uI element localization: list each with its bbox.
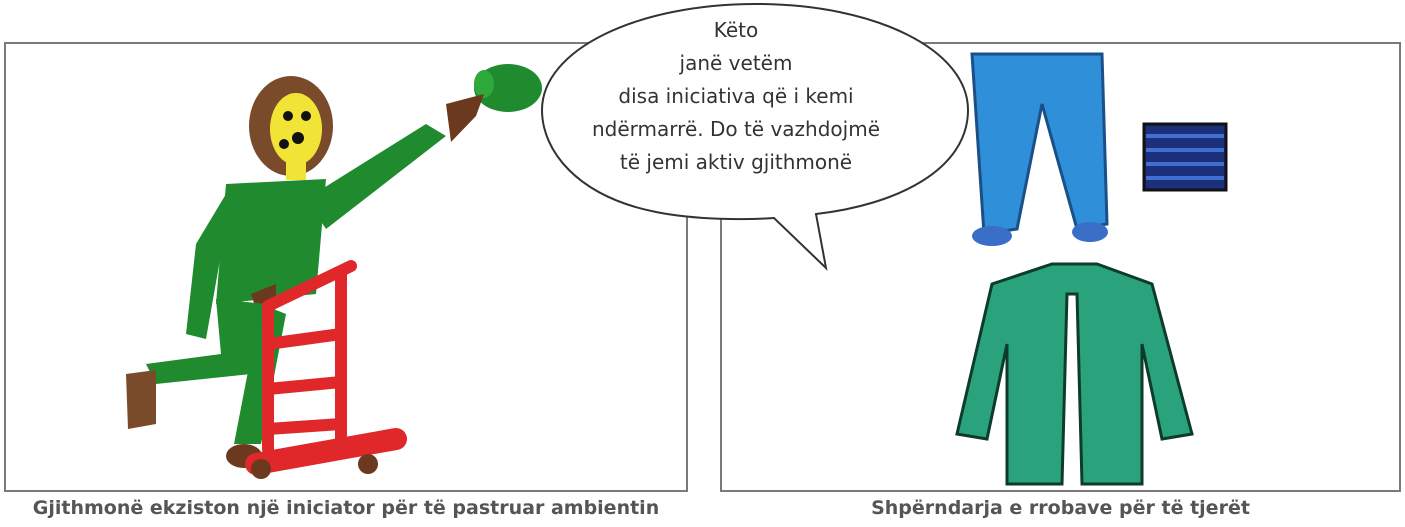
person-in-green-icon: [126, 76, 484, 468]
speech-bubble: [540, 2, 970, 271]
cleaning-drawing: [126, 64, 542, 479]
speech-bubble-text: Këto janë vetëm disa iniciativa që i kem…: [556, 14, 916, 179]
comic-panel-right: [720, 42, 1401, 492]
bubble-line: disa iniciativa që i kemi: [618, 84, 854, 108]
caption-right: Shpërndarja e rrobave për të tjerët: [871, 497, 1250, 519]
bubble-line: të jemi aktiv gjithmonë: [619, 150, 853, 174]
bubble-line: Këto: [713, 18, 759, 42]
blue-pants-icon: [970, 52, 1109, 246]
bubble-line: ndërmarrë. Do të vazhdojmë: [592, 117, 880, 141]
striped-cloth-icon: [1142, 122, 1228, 192]
green-bag-icon: [474, 64, 542, 112]
green-coat-icon: [955, 262, 1194, 486]
clothes-drawing: [955, 52, 1228, 486]
bubble-line: janë vetëm: [679, 51, 793, 75]
caption-left: Gjithmonë ekziston një iniciator për të …: [32, 497, 660, 519]
red-hand-truck-icon: [245, 260, 407, 479]
